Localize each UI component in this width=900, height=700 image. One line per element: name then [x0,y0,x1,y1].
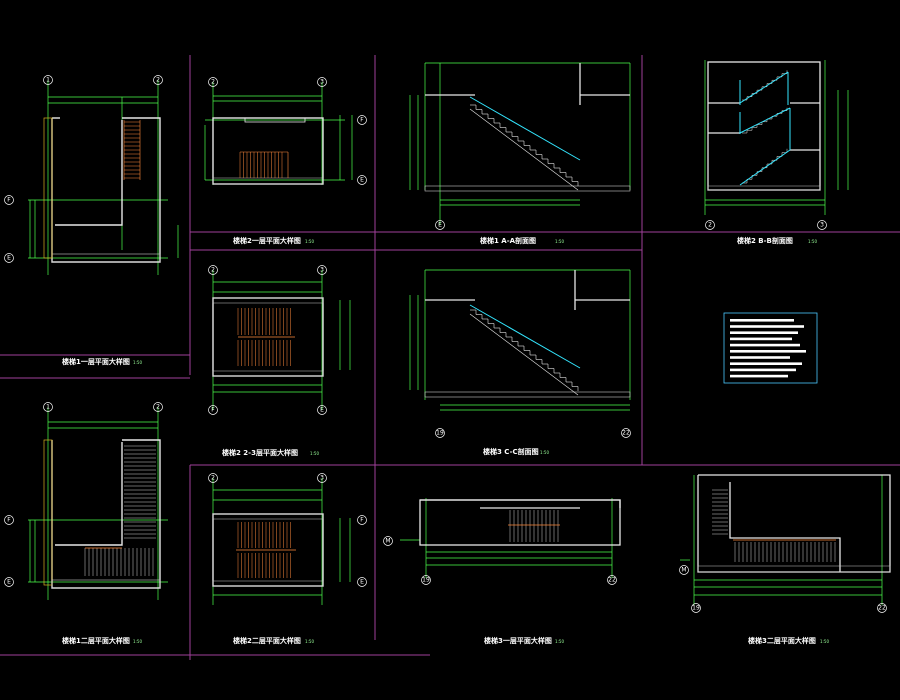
axis-label: E [360,579,364,586]
section-3-cc-drawing: 19 22 楼梯3 C-C剖面图 1:50 [409,269,631,456]
axis-label: 2 [156,77,160,84]
axis-label: E [438,222,442,229]
axis-label: 19 [422,577,430,584]
axis-label: 3 [320,79,324,86]
axis-label: F [211,407,215,414]
plan-3-second-drawing: 19 22 M 楼梯3二层平面大样图 1:50 [679,474,891,645]
axis-label: 3 [320,267,324,274]
drawing-scale: 1:50 [133,639,142,644]
drawing-scale: 1:50 [820,639,829,644]
section-2-bb-drawing: 2 3 楼梯2 B-B剖面图 1:50 [704,60,849,245]
drawing-caption: 楼梯1一层平面大样图 [62,357,130,366]
drawing-scale: 1:50 [133,360,142,365]
axis-label: 2 [211,79,215,86]
axis-label: F [360,117,364,124]
legend-table [723,312,818,384]
axis-label: E [320,407,324,414]
drawing-caption: 楼梯3二层平面大样图 [748,636,816,645]
axis-label: M [385,538,390,545]
axis-label: 2 [211,267,215,274]
legend-row [730,374,788,378]
axis-label: F [7,197,11,204]
axis-label: M [681,567,686,574]
axis-label: 1 [46,77,50,84]
axis-label: 19 [436,430,444,437]
sheet-frame-lines [0,55,900,660]
legend-row [730,368,796,372]
drawing-caption: 楼梯1 A-A剖面图 [480,236,536,245]
axis-label: E [360,177,364,184]
legend-row [730,337,792,341]
drawing-scale: 1:50 [808,239,817,244]
legend-row [730,362,802,365]
drawing-scale: 1:50 [555,639,564,644]
plan-2-first-drawing: 2 3 F E 楼梯2一层平面大样图 1:50 [204,77,367,245]
axis-label: F [7,517,11,524]
plan-1-second-drawing: 1 2 F E 楼梯1二层平面大样图 1:50 [4,402,168,645]
drawing-scale: 1:50 [555,239,564,244]
legend-row [730,343,800,347]
drawing-caption: 楼梯3 C-C剖面图 [483,447,539,456]
drawing-scale: 1:50 [305,639,314,644]
drawing-caption: 楼梯2一层平面大样图 [233,236,301,245]
plan-1-first-drawing: 1 2 F E 楼梯1一层平面大样图 1:50 [4,75,179,366]
drawing-scale: 1:50 [540,450,549,455]
legend-row [730,325,804,328]
stair-soffit [469,108,579,191]
section-1-aa-drawing: E 楼梯1 A-A剖面图 1:50 [409,62,631,245]
axis-label: 3 [820,222,824,229]
axis-label: 2 [211,475,215,482]
plan-2-typical-drawing: 2 3 F E 楼梯2 2-3层平面大样图 1:50 [208,265,351,457]
axis-label: E [7,579,11,586]
drawing-caption: 楼梯2 2-3层平面大样图 [222,448,298,457]
legend-row [730,331,798,334]
axis-label: 2 [156,404,160,411]
axis-label: 3 [320,475,324,482]
axis-label: 19 [692,605,700,612]
axis-label: 22 [608,577,616,584]
axis-label: E [7,255,11,262]
axis-label: 22 [622,430,630,437]
axis-label: 1 [46,404,50,411]
legend-row [730,350,806,353]
plan-3-first-drawing: 19 22 M 楼梯3一层平面大样图 1:50 [383,498,621,645]
axis-label: 2 [708,222,712,229]
axis-label: F [360,517,364,524]
drawing-scale: 1:50 [305,239,314,244]
legend-row [730,356,790,359]
drawing-scale: 1:50 [310,451,319,456]
drawing-caption: 楼梯1二层平面大样图 [62,636,130,645]
axis-label: 22 [878,605,886,612]
legend-row [730,319,794,322]
stair-soffit [469,313,579,396]
drawing-caption: 楼梯2 B-B剖面图 [737,236,793,245]
drawing-caption: 楼梯3一层平面大样图 [484,636,552,645]
plan-2-second-drawing: 2 3 F E 楼梯2二层平面大样图 1:50 [208,473,367,645]
drawing-caption: 楼梯2二层平面大样图 [233,636,301,645]
